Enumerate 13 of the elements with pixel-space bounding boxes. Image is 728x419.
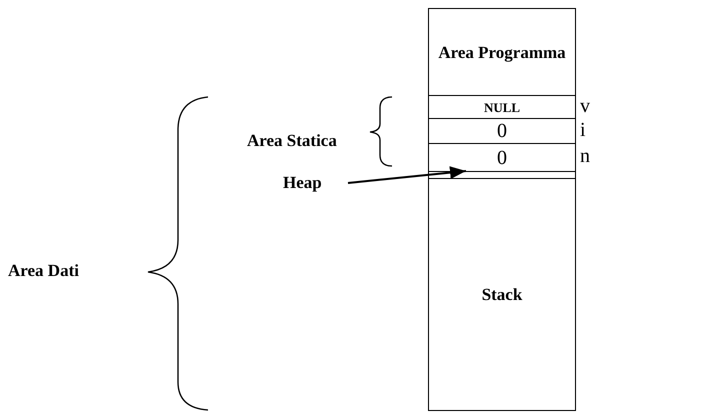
memory-cell: Stack bbox=[428, 178, 576, 411]
region-label: Heap bbox=[283, 173, 322, 193]
memory-cell: NULL bbox=[428, 95, 576, 119]
variable-name: v bbox=[580, 95, 590, 118]
variable-name: i bbox=[580, 119, 586, 142]
memory-bar bbox=[428, 171, 576, 179]
variable-name: n bbox=[580, 145, 590, 168]
arrow bbox=[348, 166, 466, 184]
region-label: Area Statica bbox=[247, 131, 337, 151]
memory-cell: 0 bbox=[428, 118, 576, 144]
memory-cell: Area Programma bbox=[428, 8, 576, 96]
memory-cell: 0 bbox=[428, 143, 576, 172]
region-label: Area Dati bbox=[8, 261, 79, 281]
